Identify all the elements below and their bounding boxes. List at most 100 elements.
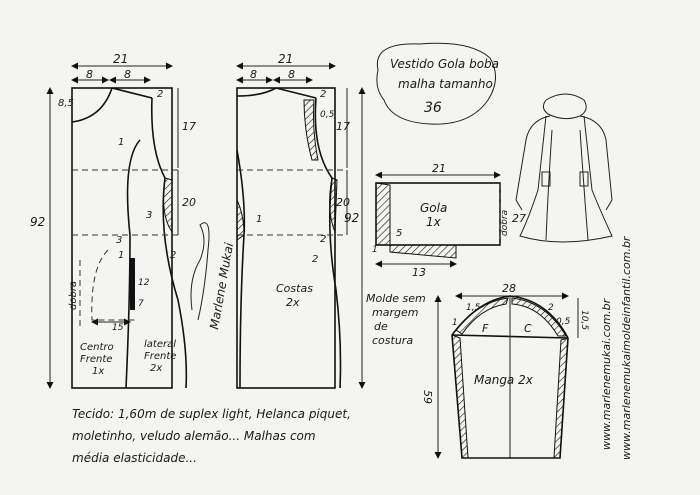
sleeve-hatched-cap-left <box>455 297 509 335</box>
sleeve-width-label: 28 <box>502 282 516 295</box>
back-shoulder <box>275 87 317 99</box>
website-2: www.marlenemukaimoldeinfantil.com.br <box>620 235 633 460</box>
back-height-mid-label: 20 <box>336 196 350 209</box>
front-hatched-area <box>163 177 173 234</box>
sleeve-back-label: C <box>524 322 532 335</box>
collar-piece-line1: Gola <box>420 201 447 215</box>
front-fold-label: dobra <box>68 281 79 310</box>
front-small-3: 3 <box>146 210 152 221</box>
front-side-seam <box>162 177 188 389</box>
title-block: Vestido Gola boba malha tamanho 36 <box>376 42 499 125</box>
sleeve-hatched-left <box>451 334 469 459</box>
back-neckline <box>236 87 277 97</box>
sleeve-left-1-label: 1 <box>452 318 458 328</box>
sleeve-front-label: F <box>482 322 489 335</box>
collar-piece-label: Gola 1x <box>420 201 451 229</box>
title-line1: Vestido Gola boba <box>390 57 499 71</box>
front-side-line1: lateral <box>144 339 176 350</box>
fabric-note: Tecido: 1,60m de suplex light, Helanca p… <box>72 407 355 465</box>
back-neck-05-label: 0,5 <box>320 110 335 120</box>
back-height-top-label: 17 <box>336 120 350 133</box>
sleeve-hatched-cap-right <box>511 297 567 337</box>
front-center-label: Centro Frente 1x <box>80 342 117 377</box>
back-small-2: 2 <box>320 234 326 245</box>
sleeve-hatched-right <box>553 337 569 459</box>
back-pattern: 21 8 8 2 0,5 17 20 92 1 2 2 Costas 2x <box>236 52 366 389</box>
seam-note: Molde sem margem de costura <box>366 292 429 347</box>
back-shoulder-drop-label: 2 <box>320 89 326 100</box>
back-seg-b-label: 8 <box>288 68 295 81</box>
front-width-label: 21 <box>113 52 128 66</box>
back-piece-line2: 2x <box>286 296 300 309</box>
front-pattern: 21 8 8 2 8,5 17 20 92 1 3 2 3 1 12 7 15 … <box>30 52 210 389</box>
dress-pocket-right <box>579 171 589 187</box>
title-size: 36 <box>424 100 442 116</box>
collar-small-1-label: 1 <box>372 245 378 255</box>
title-bubble <box>376 42 496 125</box>
front-center-line1: Centro <box>80 342 114 353</box>
front-shoulder <box>111 87 153 99</box>
front-pocket-7: 7 <box>138 299 144 309</box>
dress-seam-left <box>545 129 553 241</box>
back-hatched-armhole <box>303 99 319 161</box>
front-side-line3: 2x <box>150 363 162 374</box>
front-pocket-1: 1 <box>118 250 124 261</box>
collar-pattern: 21 27 dobra 5 1 13 Gola 1x <box>372 162 526 279</box>
dress-body <box>519 115 613 243</box>
signature-mark <box>190 222 210 321</box>
sleeve-cap-left-label: 1,5 <box>466 303 481 313</box>
front-center-line2: Frente <box>80 354 112 365</box>
back-piece-line1: Costas <box>276 282 313 295</box>
dress-left-sleeve <box>515 115 551 211</box>
front-side-line2: Frente <box>144 351 176 362</box>
dress-seam-right <box>579 129 589 241</box>
back-piece-label: Costas 2x <box>276 282 316 309</box>
seam-note-line4: costura <box>372 334 413 347</box>
seam-note-line1: Molde sem <box>366 292 426 305</box>
collar-piece-line2: 1x <box>426 215 442 229</box>
back-small-1: 1 <box>256 214 262 225</box>
back-width-label: 21 <box>278 52 293 66</box>
collar-bottom-label: 13 <box>412 266 426 279</box>
fabric-note-line1: Tecido: 1,60m de suplex light, Helanca p… <box>72 407 351 421</box>
front-outline <box>71 87 173 389</box>
seam-note-line3: de <box>374 320 388 333</box>
sleeve-cap-right-label: 2 <box>548 303 554 313</box>
back-seg-a-label: 8 <box>250 68 257 81</box>
collar-small-label: 5 <box>396 228 402 239</box>
collar-hatched-left <box>375 182 391 246</box>
front-height-mid-label: 20 <box>182 196 196 209</box>
collar-width-label: 21 <box>432 162 446 175</box>
collar-fold-label: dobra <box>500 210 510 236</box>
back-small-2b: 2 <box>312 254 318 265</box>
sleeve-cap-height-label: 10,5 <box>579 310 589 330</box>
dress-right-sleeve <box>579 115 613 211</box>
front-pocket-3: 3 <box>116 235 122 246</box>
front-small-1: 1 <box>118 137 124 148</box>
front-height-top-label: 17 <box>182 120 196 133</box>
front-pocket-12: 12 <box>138 278 150 288</box>
sleeve-pattern: 28 1,5 2 1 0,5 59 10,5 F C Manga 2x <box>421 282 589 459</box>
collar-hatched-bottom <box>389 244 457 259</box>
fabric-note-line3: média elasticidade... <box>72 451 197 465</box>
back-center-seam <box>236 149 246 389</box>
signature-text: Marlene Mukai <box>207 241 236 331</box>
front-princess-seam <box>125 139 141 389</box>
sleeve-height-label: 59 <box>421 390 434 404</box>
sleeve-piece-label: Manga 2x <box>474 373 534 387</box>
back-length-label: 92 <box>344 211 359 225</box>
front-side-label: lateral Frente 2x <box>144 339 180 374</box>
front-length-label: 92 <box>30 215 45 229</box>
dress-collar <box>542 93 587 120</box>
front-seg-a-label: 8 <box>86 68 93 81</box>
fabric-note-line2: moletinho, veludo alemão... Malhas com <box>72 429 316 443</box>
back-hatched-side <box>329 177 338 233</box>
front-neckline <box>71 87 113 123</box>
back-armhole <box>314 97 333 179</box>
front-pocket-15: 15 <box>112 323 124 333</box>
collar-height-label: 27 <box>512 212 526 225</box>
front-shoulder-drop-label: 2 <box>157 89 163 100</box>
back-hatched-center <box>236 199 245 241</box>
sleeve-right-05-label: 0,5 <box>556 317 571 327</box>
